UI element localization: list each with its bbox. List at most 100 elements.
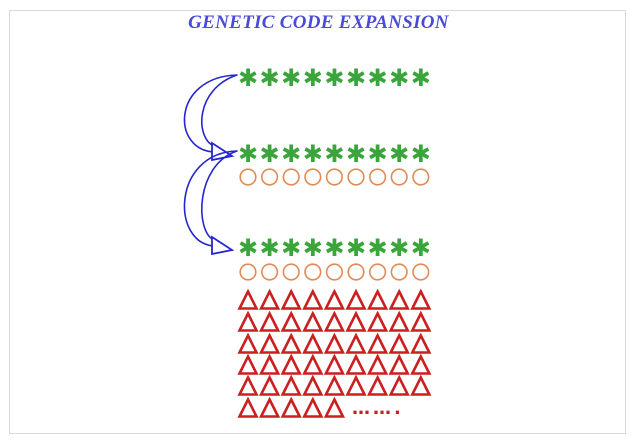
triangle-symbol <box>388 288 410 310</box>
circle-symbol <box>239 263 257 281</box>
star-row: ✱✱✱✱✱✱✱✱✱ <box>238 234 431 262</box>
circle-symbol <box>239 168 257 186</box>
asterisk-symbol: ✱ <box>324 64 344 92</box>
asterisk-symbol: ✱ <box>411 140 431 168</box>
triangle-symbol <box>366 374 389 396</box>
triangle-symbol <box>280 310 302 332</box>
asterisk-symbol: ✱ <box>411 234 431 262</box>
triangle-symbol <box>237 353 259 375</box>
triangle-row <box>237 310 432 332</box>
triangle-symbol <box>366 353 389 375</box>
asterisk-symbol: ✱ <box>368 64 388 92</box>
asterisk-symbol: ✱ <box>346 64 366 92</box>
triangle-symbol <box>302 310 324 332</box>
triangle-symbol <box>237 310 259 332</box>
triangle-symbol <box>302 288 324 310</box>
circle-symbol <box>390 168 408 186</box>
circle-symbol <box>369 168 387 186</box>
triangle-row: ……. <box>237 396 404 419</box>
triangle-symbol <box>410 310 432 332</box>
triangle-symbol <box>388 310 410 332</box>
triangle-symbol <box>258 288 281 310</box>
asterisk-symbol: ✱ <box>303 140 323 168</box>
triangle-symbol <box>258 332 281 354</box>
triangle-symbol <box>345 332 367 354</box>
triangle-symbol <box>323 396 346 418</box>
triangle-row <box>237 353 432 375</box>
asterisk-symbol: ✱ <box>281 234 301 262</box>
circle-symbol <box>304 168 322 186</box>
triangle-symbol <box>258 374 281 396</box>
triangle-symbol <box>258 396 281 418</box>
triangle-symbol <box>237 332 259 354</box>
triangle-symbol <box>366 310 389 332</box>
circle-row <box>239 168 430 186</box>
triangle-symbol <box>388 332 410 354</box>
asterisk-symbol: ✱ <box>281 140 301 168</box>
circle-symbol <box>412 168 430 186</box>
triangle-symbol <box>237 396 259 418</box>
asterisk-symbol: ✱ <box>368 140 388 168</box>
asterisk-symbol: ✱ <box>389 140 409 168</box>
asterisk-symbol: ✱ <box>368 234 388 262</box>
trailing-dots: ……. <box>352 398 404 419</box>
asterisk-symbol: ✱ <box>238 64 258 92</box>
slide-title: GENETIC CODE EXPANSION <box>188 12 449 33</box>
circle-symbol <box>304 263 322 281</box>
triangle-row <box>237 374 432 396</box>
circle-symbol <box>325 168 344 186</box>
triangle-symbol <box>410 288 432 310</box>
triangle-symbol <box>366 288 389 310</box>
triangle-symbol <box>280 332 302 354</box>
asterisk-symbol: ✱ <box>389 64 409 92</box>
triangle-row <box>237 332 432 354</box>
crescent-arrow <box>183 74 238 162</box>
triangle-symbol <box>302 374 324 396</box>
triangle-symbol <box>302 332 324 354</box>
asterisk-symbol: ✱ <box>324 234 344 262</box>
triangle-symbol <box>258 353 281 375</box>
circle-symbol <box>369 263 387 281</box>
triangle-symbol <box>410 353 432 375</box>
triangle-symbol <box>345 310 367 332</box>
triangle-symbol <box>280 374 302 396</box>
asterisk-symbol: ✱ <box>260 234 280 262</box>
circle-symbol <box>347 263 365 281</box>
triangle-symbol <box>410 332 432 354</box>
arrowhead-icon <box>211 235 235 256</box>
triangle-symbol <box>237 288 259 310</box>
star-row: ✱✱✱✱✱✱✱✱✱ <box>238 140 431 168</box>
asterisk-symbol: ✱ <box>303 234 323 262</box>
circle-symbol <box>347 168 365 186</box>
triangle-symbol <box>345 374 367 396</box>
triangle-row <box>237 288 432 310</box>
triangle-symbol <box>302 396 324 418</box>
asterisk-symbol: ✱ <box>346 234 366 262</box>
crescent-arrow-body <box>183 150 238 247</box>
triangle-symbol <box>345 288 367 310</box>
triangle-symbol <box>302 353 324 375</box>
asterisk-symbol: ✱ <box>238 234 258 262</box>
triangle-symbol <box>323 353 346 375</box>
circle-symbol <box>390 263 408 281</box>
asterisk-symbol: ✱ <box>411 64 431 92</box>
triangle-symbol <box>258 310 281 332</box>
triangle-symbol <box>323 288 346 310</box>
asterisk-symbol: ✱ <box>303 64 323 92</box>
triangle-symbol <box>323 374 346 396</box>
circle-row <box>239 263 430 281</box>
asterisk-symbol: ✱ <box>260 140 280 168</box>
triangle-symbol <box>345 353 367 375</box>
triangle-symbol <box>323 310 346 332</box>
triangle-symbol <box>410 374 432 396</box>
triangle-symbol <box>280 288 302 310</box>
star-row: ✱✱✱✱✱✱✱✱✱ <box>238 64 431 92</box>
circle-symbol <box>282 263 300 281</box>
crescent-arrow-body <box>183 74 238 153</box>
asterisk-symbol: ✱ <box>389 234 409 262</box>
triangle-symbol <box>323 332 346 354</box>
asterisk-symbol: ✱ <box>238 140 258 168</box>
asterisk-symbol: ✱ <box>346 140 366 168</box>
circle-symbol <box>282 168 300 186</box>
